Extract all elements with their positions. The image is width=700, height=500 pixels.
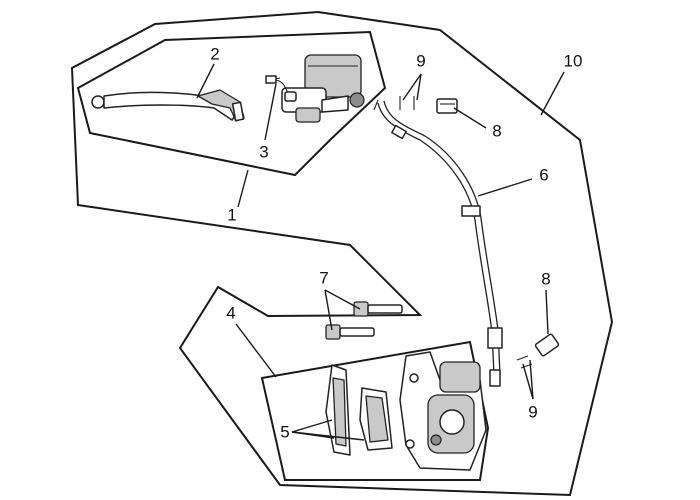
washers-top (399, 96, 415, 110)
brake-hose (373, 99, 503, 387)
callout-2: 2 (210, 44, 219, 63)
callout-6: 6 (539, 165, 548, 184)
banjo-bolt-lower (534, 333, 560, 357)
outline-caliper-kit-4 (260, 340, 490, 481)
callout-7: 7 (319, 268, 328, 287)
callout-10: 10 (564, 51, 583, 70)
mounting-bolts (325, 301, 403, 340)
callout-8-lower: 8 (541, 269, 550, 288)
callout-5: 5 (280, 422, 289, 441)
callout-4: 4 (226, 303, 235, 322)
leader-lines (196, 63, 565, 441)
master-cylinder (281, 54, 365, 123)
callout-1: 1 (227, 205, 236, 224)
brake-caliper (399, 351, 487, 471)
callout-9-top: 9 (416, 51, 425, 70)
outline-assembly-10 (70, 10, 614, 497)
brake-light-switch (265, 75, 297, 102)
callout-8-top: 8 (492, 121, 501, 140)
callout-9-lower: 9 (528, 402, 537, 421)
brake-lever (91, 89, 245, 122)
callout-3: 3 (259, 142, 268, 161)
banjo-bolt-top (436, 98, 458, 114)
outline-master-cylinder-1 (76, 30, 387, 177)
brake-pads (325, 364, 393, 456)
